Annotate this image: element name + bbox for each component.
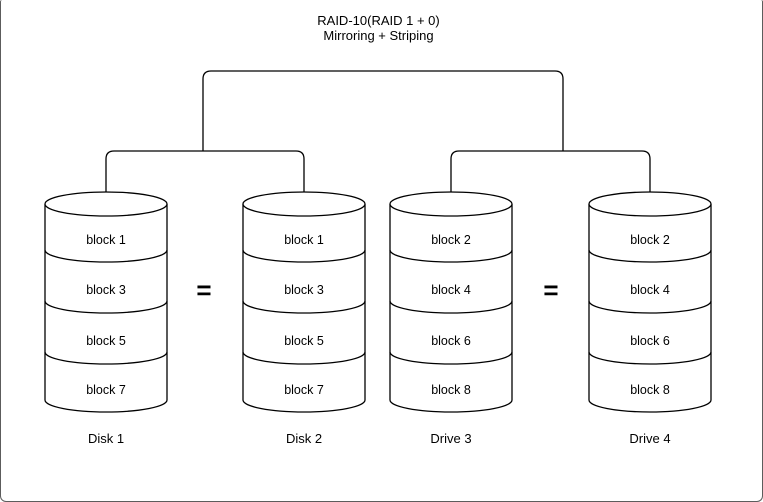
disk-cylinder-1 (44, 191, 168, 413)
block-label: block 3 (284, 283, 324, 297)
block-label: block 4 (431, 283, 471, 297)
connector-left-mirror-bracket (105, 150, 305, 192)
diagram-title: RAID-10(RAID 1 + 0) (317, 13, 440, 28)
connector-tree (105, 70, 651, 192)
block-label: block 5 (284, 334, 324, 348)
block-label: block 3 (86, 283, 126, 297)
disk-name-label: Disk 2 (285, 431, 323, 446)
disk-cylinder-2 (242, 191, 366, 413)
block-label: block 6 (431, 334, 471, 348)
disk-name-label: Drive 4 (629, 431, 671, 446)
block-label: block 1 (284, 233, 324, 247)
disk-name-label: Drive 3 (430, 431, 472, 446)
block-label: block 7 (86, 383, 126, 397)
diagram-subtitle: Mirroring + Striping (323, 28, 434, 43)
mirror-equals-sign-right: = (543, 275, 559, 305)
connector-top-bracket (202, 70, 564, 151)
block-label: block 2 (630, 233, 670, 247)
disk-cylinder-3 (389, 191, 513, 413)
disk-name-label: Disk 1 (87, 431, 125, 446)
block-label: block 6 (630, 334, 670, 348)
block-label: block 5 (86, 334, 126, 348)
block-label: block 4 (630, 283, 670, 297)
block-label: block 7 (284, 383, 324, 397)
block-label: block 8 (630, 383, 670, 397)
connector-right-mirror-bracket (450, 150, 651, 192)
block-label: block 1 (86, 233, 126, 247)
disk-cylinder-4 (588, 191, 712, 413)
block-label: block 2 (431, 233, 471, 247)
mirror-equals-sign-left: = (196, 275, 212, 305)
block-label: block 8 (431, 383, 471, 397)
